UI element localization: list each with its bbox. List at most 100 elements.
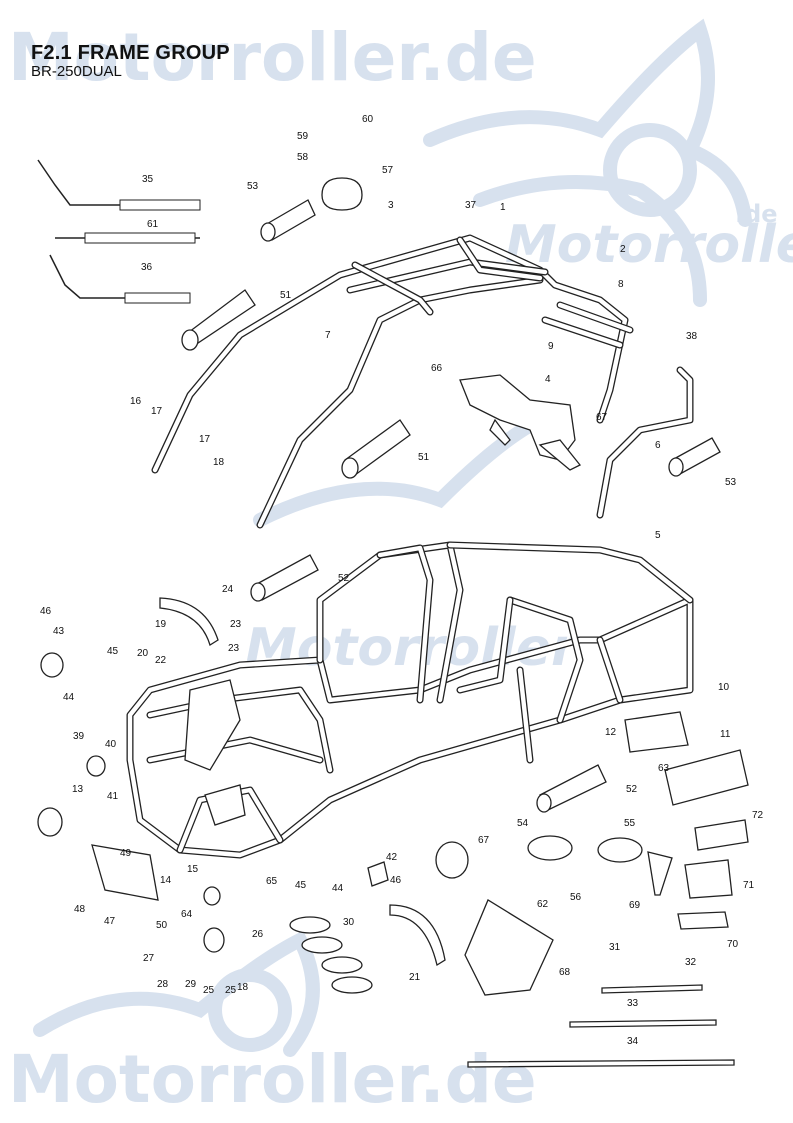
- part-callout-42: 42: [386, 852, 398, 863]
- part-callout-61: 61: [147, 219, 159, 230]
- part-callout-7: 7: [325, 330, 331, 341]
- page-title: F2.1 FRAME GROUP: [31, 42, 230, 64]
- watermark-text: Motorroller.de: [8, 19, 537, 96]
- part-callout-40: 40: [105, 739, 117, 750]
- part-callout-60: 60: [362, 114, 374, 125]
- part-callout-17: 17: [199, 434, 211, 445]
- part-callout-12: 12: [605, 727, 617, 738]
- part-callout-11: 11: [720, 729, 731, 740]
- part-callout-51: 51: [418, 452, 430, 463]
- main-chassis-frame: [126, 541, 694, 859]
- part-callout-56: 56: [570, 892, 582, 903]
- watermark-text: Motorroller: [245, 618, 580, 678]
- part-callout-55: 55: [624, 818, 636, 829]
- part-callout-49: 49: [120, 848, 132, 859]
- part-callout-70: 70: [727, 939, 739, 950]
- part-callout-67: 67: [596, 412, 608, 423]
- part-callout-54: 54: [517, 818, 529, 829]
- accessory-parts: [37, 177, 749, 1068]
- part-callout-46: 46: [390, 875, 402, 886]
- watermark-scooter-logo: [33, 18, 752, 1057]
- part-callout-53: 53: [725, 477, 737, 488]
- part-callout-10: 10: [718, 682, 730, 693]
- part-callout-39: 39: [73, 731, 85, 742]
- part-callout-18: 18: [213, 457, 225, 468]
- part-callout-53: 53: [247, 181, 259, 192]
- part-callout-24: 24: [222, 584, 234, 595]
- part-callout-19: 19: [155, 619, 167, 630]
- part-callout-47: 47: [104, 916, 116, 927]
- part-callout-5: 5: [655, 530, 661, 541]
- part-callout-22: 22: [155, 655, 167, 666]
- part-callout-4: 4: [545, 374, 551, 385]
- part-callout-69: 69: [629, 900, 641, 911]
- part-callout-52: 52: [338, 573, 350, 584]
- part-callout-48: 48: [74, 904, 86, 915]
- part-callout-9: 9: [548, 341, 554, 352]
- part-callout-51: 51: [280, 290, 292, 301]
- part-callout-31: 31: [609, 942, 621, 953]
- part-callout-36: 36: [141, 262, 153, 273]
- part-callout-21: 21: [409, 972, 421, 983]
- part-callout-33: 33: [627, 998, 639, 1009]
- part-callout-23: 23: [228, 643, 240, 654]
- part-callout-67: 67: [478, 835, 490, 846]
- part-callout-50: 50: [156, 920, 168, 931]
- part-callout-71: 71: [743, 880, 755, 891]
- upper-roll-cage: [151, 234, 634, 529]
- part-callout-6: 6: [655, 440, 661, 451]
- part-callout-68: 68: [559, 967, 571, 978]
- part-callout-66: 66: [431, 363, 443, 374]
- part-callout-27: 27: [143, 953, 155, 964]
- part-callout-34: 34: [627, 1036, 639, 1047]
- part-callout-8: 8: [618, 279, 624, 290]
- part-callout-35: 35: [142, 174, 154, 185]
- part-callout-20: 20: [137, 648, 149, 659]
- part-callout-57: 57: [382, 165, 394, 176]
- part-callout-45: 45: [107, 646, 119, 657]
- part-callout-46: 46: [40, 606, 52, 617]
- part-callout-30: 30: [343, 917, 355, 928]
- part-callout-3: 3: [388, 200, 394, 211]
- part-callout-58: 58: [297, 152, 309, 163]
- part-callout-29: 29: [185, 979, 197, 990]
- part-callout-59: 59: [297, 131, 309, 142]
- part-callout-15: 15: [187, 864, 199, 875]
- part-callout-18: 18: [237, 982, 249, 993]
- part-callout-16: 16: [130, 396, 142, 407]
- part-callout-17: 17: [151, 406, 163, 417]
- part-callout-45: 45: [295, 880, 307, 891]
- part-callout-44: 44: [332, 883, 344, 894]
- part-callout-26: 26: [252, 929, 264, 940]
- rear-bar-part-6: [596, 366, 694, 519]
- cables: [37, 159, 201, 304]
- watermark-text: Motorroller.de: [8, 1041, 537, 1118]
- part-callout-44: 44: [63, 692, 75, 703]
- part-callout-64: 64: [181, 909, 193, 920]
- part-callout-1: 1: [500, 202, 506, 213]
- part-callout-38: 38: [686, 331, 698, 342]
- part-callout-62: 62: [537, 899, 549, 910]
- part-callout-13: 13: [72, 784, 84, 795]
- part-callout-2: 2: [620, 244, 626, 255]
- part-callout-25: 25: [225, 985, 237, 996]
- part-callout-72: 72: [752, 810, 764, 821]
- part-callout-65: 65: [266, 876, 278, 887]
- part-callout-52: 52: [626, 784, 638, 795]
- part-callout-32: 32: [685, 957, 697, 968]
- grip-tubes: [181, 199, 721, 813]
- part-callout-43: 43: [53, 626, 65, 637]
- part-callout-41: 41: [107, 791, 119, 802]
- model-code: BR-250DUAL: [31, 63, 122, 80]
- part-callout-23: 23: [230, 619, 242, 630]
- part-callout-28: 28: [157, 979, 169, 990]
- part-callout-14: 14: [160, 875, 172, 886]
- part-callout-37: 37: [465, 200, 477, 211]
- bracket-part-4: [459, 374, 582, 471]
- part-callout-63: 63: [658, 763, 670, 774]
- part-callout-25: 25: [203, 985, 215, 996]
